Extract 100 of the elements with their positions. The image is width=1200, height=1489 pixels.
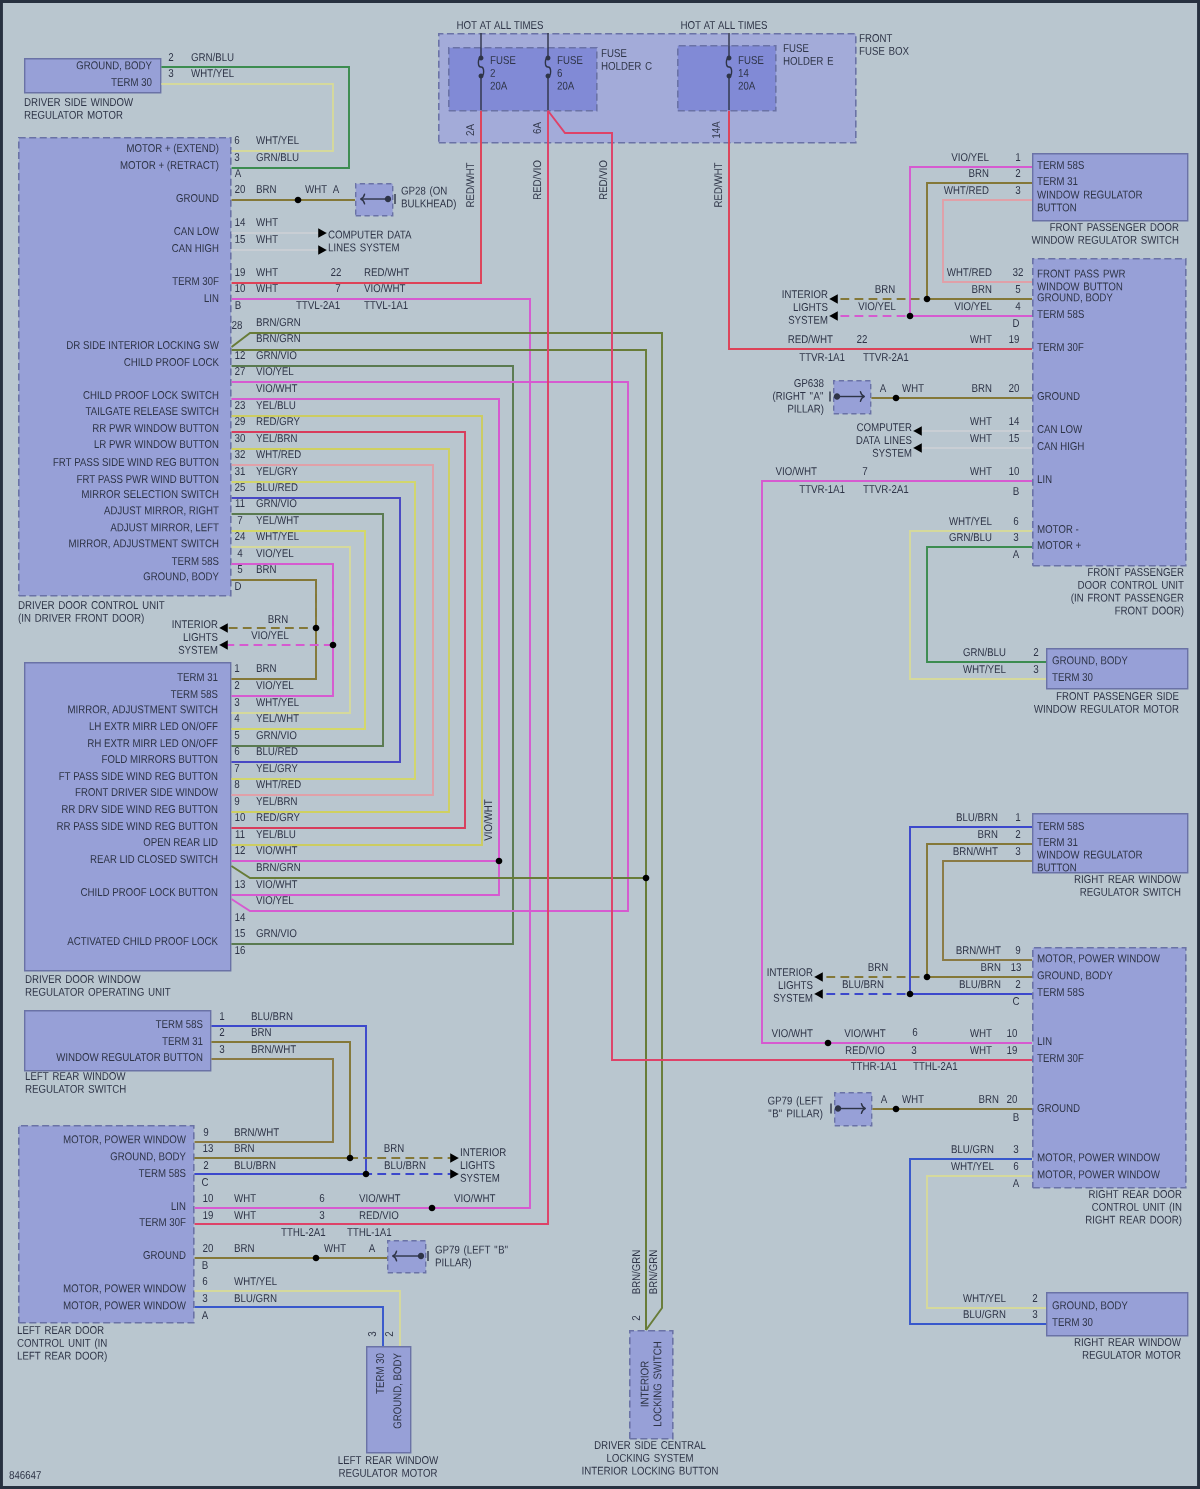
wire-color-label: BLU/RED (256, 746, 298, 756)
switch-box: TERM 58S TERM 31 WINDOW REGULATOR BUTTON (24, 1010, 212, 1072)
node-label: CHILD PROOF LOCK (124, 358, 219, 366)
wire-color-label: WHT/YEL (963, 1293, 1006, 1303)
node-label: MOTOR, POWER WINDOW (1037, 1153, 1160, 1163)
node-label: LIN (204, 294, 219, 302)
wire-color-label: BRN (972, 285, 992, 293)
wire-color-label: WHT/YEL (256, 697, 299, 707)
node-label: FRT PASS PWR WIND BUTTON (77, 475, 219, 483)
pin-number: 22 (331, 268, 341, 276)
node-label: REAR LID CLOSED SWITCH (90, 855, 218, 863)
control-unit-box: MOTOR + (EXTEND) MOTOR + (RETRACT) GROUND CAN LOW CAN HIGH TERM 30F LIN DR SIDE INTERIOR LOCKING SW CHILD PROOF LOCK CHILD PROOF LOCK SWITCH TAILGATE RELEASE SWITCH RR PWR WINDOW BUTTON LR PWR WINDOW BUTTON FRT PASS SIDE WIND REG BUTTON FRT PASS PWR WIND BUTTON MIRROR SELECTION SWITCH ADJUST MIRROR, RIGHT ADJUST MIRROR, LEFT MIRROR, ADJUSTMENT SWITCH TERM 58S GROUND, BODY (18, 137, 232, 597)
wire-color-label: WHT (970, 335, 992, 343)
wire-color-label: YEL/BRN (256, 796, 297, 806)
wire-color-label: WHT (902, 384, 924, 392)
pin-number: 3 (1032, 1310, 1038, 1318)
wire (230, 464, 434, 796)
wire-color-label: BRN (251, 1028, 271, 1036)
wire-color-label: WHT/YEL (256, 531, 299, 541)
connector-label: 2A (466, 124, 474, 136)
wire (193, 298, 531, 1209)
wire-color-label: WHT/RED (256, 779, 301, 789)
node-label: MIRROR, ADJUSTMENT SWITCH (69, 539, 219, 549)
wire (909, 826, 1033, 995)
wire (870, 397, 1033, 399)
wire-color-label: VIO/YEL (256, 895, 294, 905)
pin-number: 1 (1016, 813, 1021, 821)
pin-number: 2 (385, 1331, 393, 1337)
wire (193, 1290, 401, 1347)
wire-color-label: RED/VIO (359, 1210, 399, 1220)
switch-box: TERM 58S TERM 31 WINDOW REGULATOR BUTTON (1032, 813, 1189, 874)
component-caption: RIGHT REAR WINDOW REGULATOR SWITCH (1074, 875, 1181, 896)
connector-label: TTVR-1A1 (799, 353, 845, 361)
connector-label: B (1013, 1113, 1019, 1121)
pin-number: 14 (1009, 417, 1020, 425)
system-label: COMPUTER DATA LINES SYSTEM (328, 230, 412, 252)
pin-number: 32 (1013, 268, 1023, 276)
wire-color-label: BLU/GRN (951, 1144, 994, 1154)
ground-point: GP79 (LEFT "B" PILLAR) (768, 1092, 873, 1127)
node-label: TERM 31 (177, 673, 218, 681)
connector-label: TTVR-2A1 (863, 485, 909, 493)
node-label: CAN HIGH (1037, 442, 1084, 450)
pin-number: 29 (235, 417, 245, 425)
wire-color-label: VIO/WHT (771, 1028, 813, 1038)
connector-label: TTVR-1A1 (799, 485, 845, 493)
wire-color-label: RED/WHT (364, 267, 409, 277)
component-caption: DRIVER SIDE WINDOW REGULATOR MOTOR (24, 98, 134, 119)
node-label: GROUND, BODY (1037, 293, 1113, 303)
node-label: MIRROR SELECTION SWITCH (82, 490, 219, 498)
pin-number: 13 (235, 880, 245, 888)
component-caption: DRIVER SIDE CENTRAL LOCKING SYSTEM INTERIOR LOCKING BUTTON (582, 1441, 718, 1475)
wire-color-label: BRN/GRN (648, 1250, 658, 1294)
wire (193, 109, 549, 1225)
node-label: FUSE 6 20A (557, 56, 583, 90)
wire-color-label: BRN/WHT (234, 1127, 279, 1137)
pin-number: 3 (911, 1046, 917, 1054)
wire-color-label: VIO/WHT (454, 1193, 496, 1203)
node-label: TERM 30F (1037, 1054, 1084, 1062)
connector-label: TTHL-2A1 (913, 1062, 958, 1070)
wire (761, 480, 1033, 1044)
pin-number: 3 (1015, 847, 1021, 855)
wire-color-label: VIO/YEL (954, 301, 992, 311)
wire (942, 199, 1033, 283)
wire-color-label: WHT (256, 268, 278, 276)
node-label: DR SIDE INTERIOR LOCKING SW (67, 341, 219, 349)
node-label: TERM 58S (1037, 988, 1084, 996)
wire-color-label: BRN (256, 565, 276, 573)
node-label: FRONT DRIVER SIDE WINDOW (75, 788, 218, 796)
node-label: RR DRV SIDE WIND REG BUTTON (62, 805, 218, 813)
wire-color-label: RED/VIO (532, 160, 542, 200)
pin-number: 6 (1013, 1162, 1019, 1170)
connector-label: B (1013, 487, 1019, 495)
wire (926, 843, 1033, 978)
wire-color-label: BRN (234, 1144, 254, 1152)
pin-number: 19 (1009, 335, 1019, 343)
wire (160, 66, 350, 169)
node-label: LR PWR WINDOW BUTTON (94, 440, 219, 448)
node-label: FRONT PASS PWR WINDOW BUTTON (1037, 269, 1126, 291)
wire-color-label: YEL/BLU (256, 400, 296, 410)
node-label: FRT PASS SIDE WIND REG BUTTON (53, 458, 219, 466)
pin-number: 9 (203, 1128, 209, 1136)
pin-number: 2 (234, 681, 240, 689)
pin-number: 3 (202, 1294, 208, 1302)
wire-color-label: YEL/WHT (256, 713, 299, 723)
connector-label: D (235, 582, 242, 590)
node-label: GROUND (143, 1251, 186, 1259)
pin-number: 5 (1015, 285, 1021, 293)
system-label: INTERIOR LIGHTS SYSTEM (767, 968, 813, 1002)
fuse: FUSE 6 20A (544, 32, 583, 111)
wire (193, 1058, 334, 1143)
node-label: RR PASS SIDE WIND REG BUTTON (57, 822, 218, 830)
node-label: GP28 (ON BULKHEAD) (401, 186, 456, 210)
node-label: FUSE HOLDER E (783, 44, 834, 65)
wire-color-label: BRN/GRN (256, 862, 300, 872)
node-label: LIN (171, 1202, 186, 1210)
motor-box: TERM 30 GROUND, BODY (366, 1346, 412, 1454)
component-caption: DRIVER DOOR CONTROL UNIT (IN DRIVER FRONT DOOR) (18, 601, 165, 625)
pin-number: 24 (235, 532, 246, 540)
pin-number: 20 (235, 185, 245, 193)
wire-color-label: BRN (384, 1144, 404, 1152)
